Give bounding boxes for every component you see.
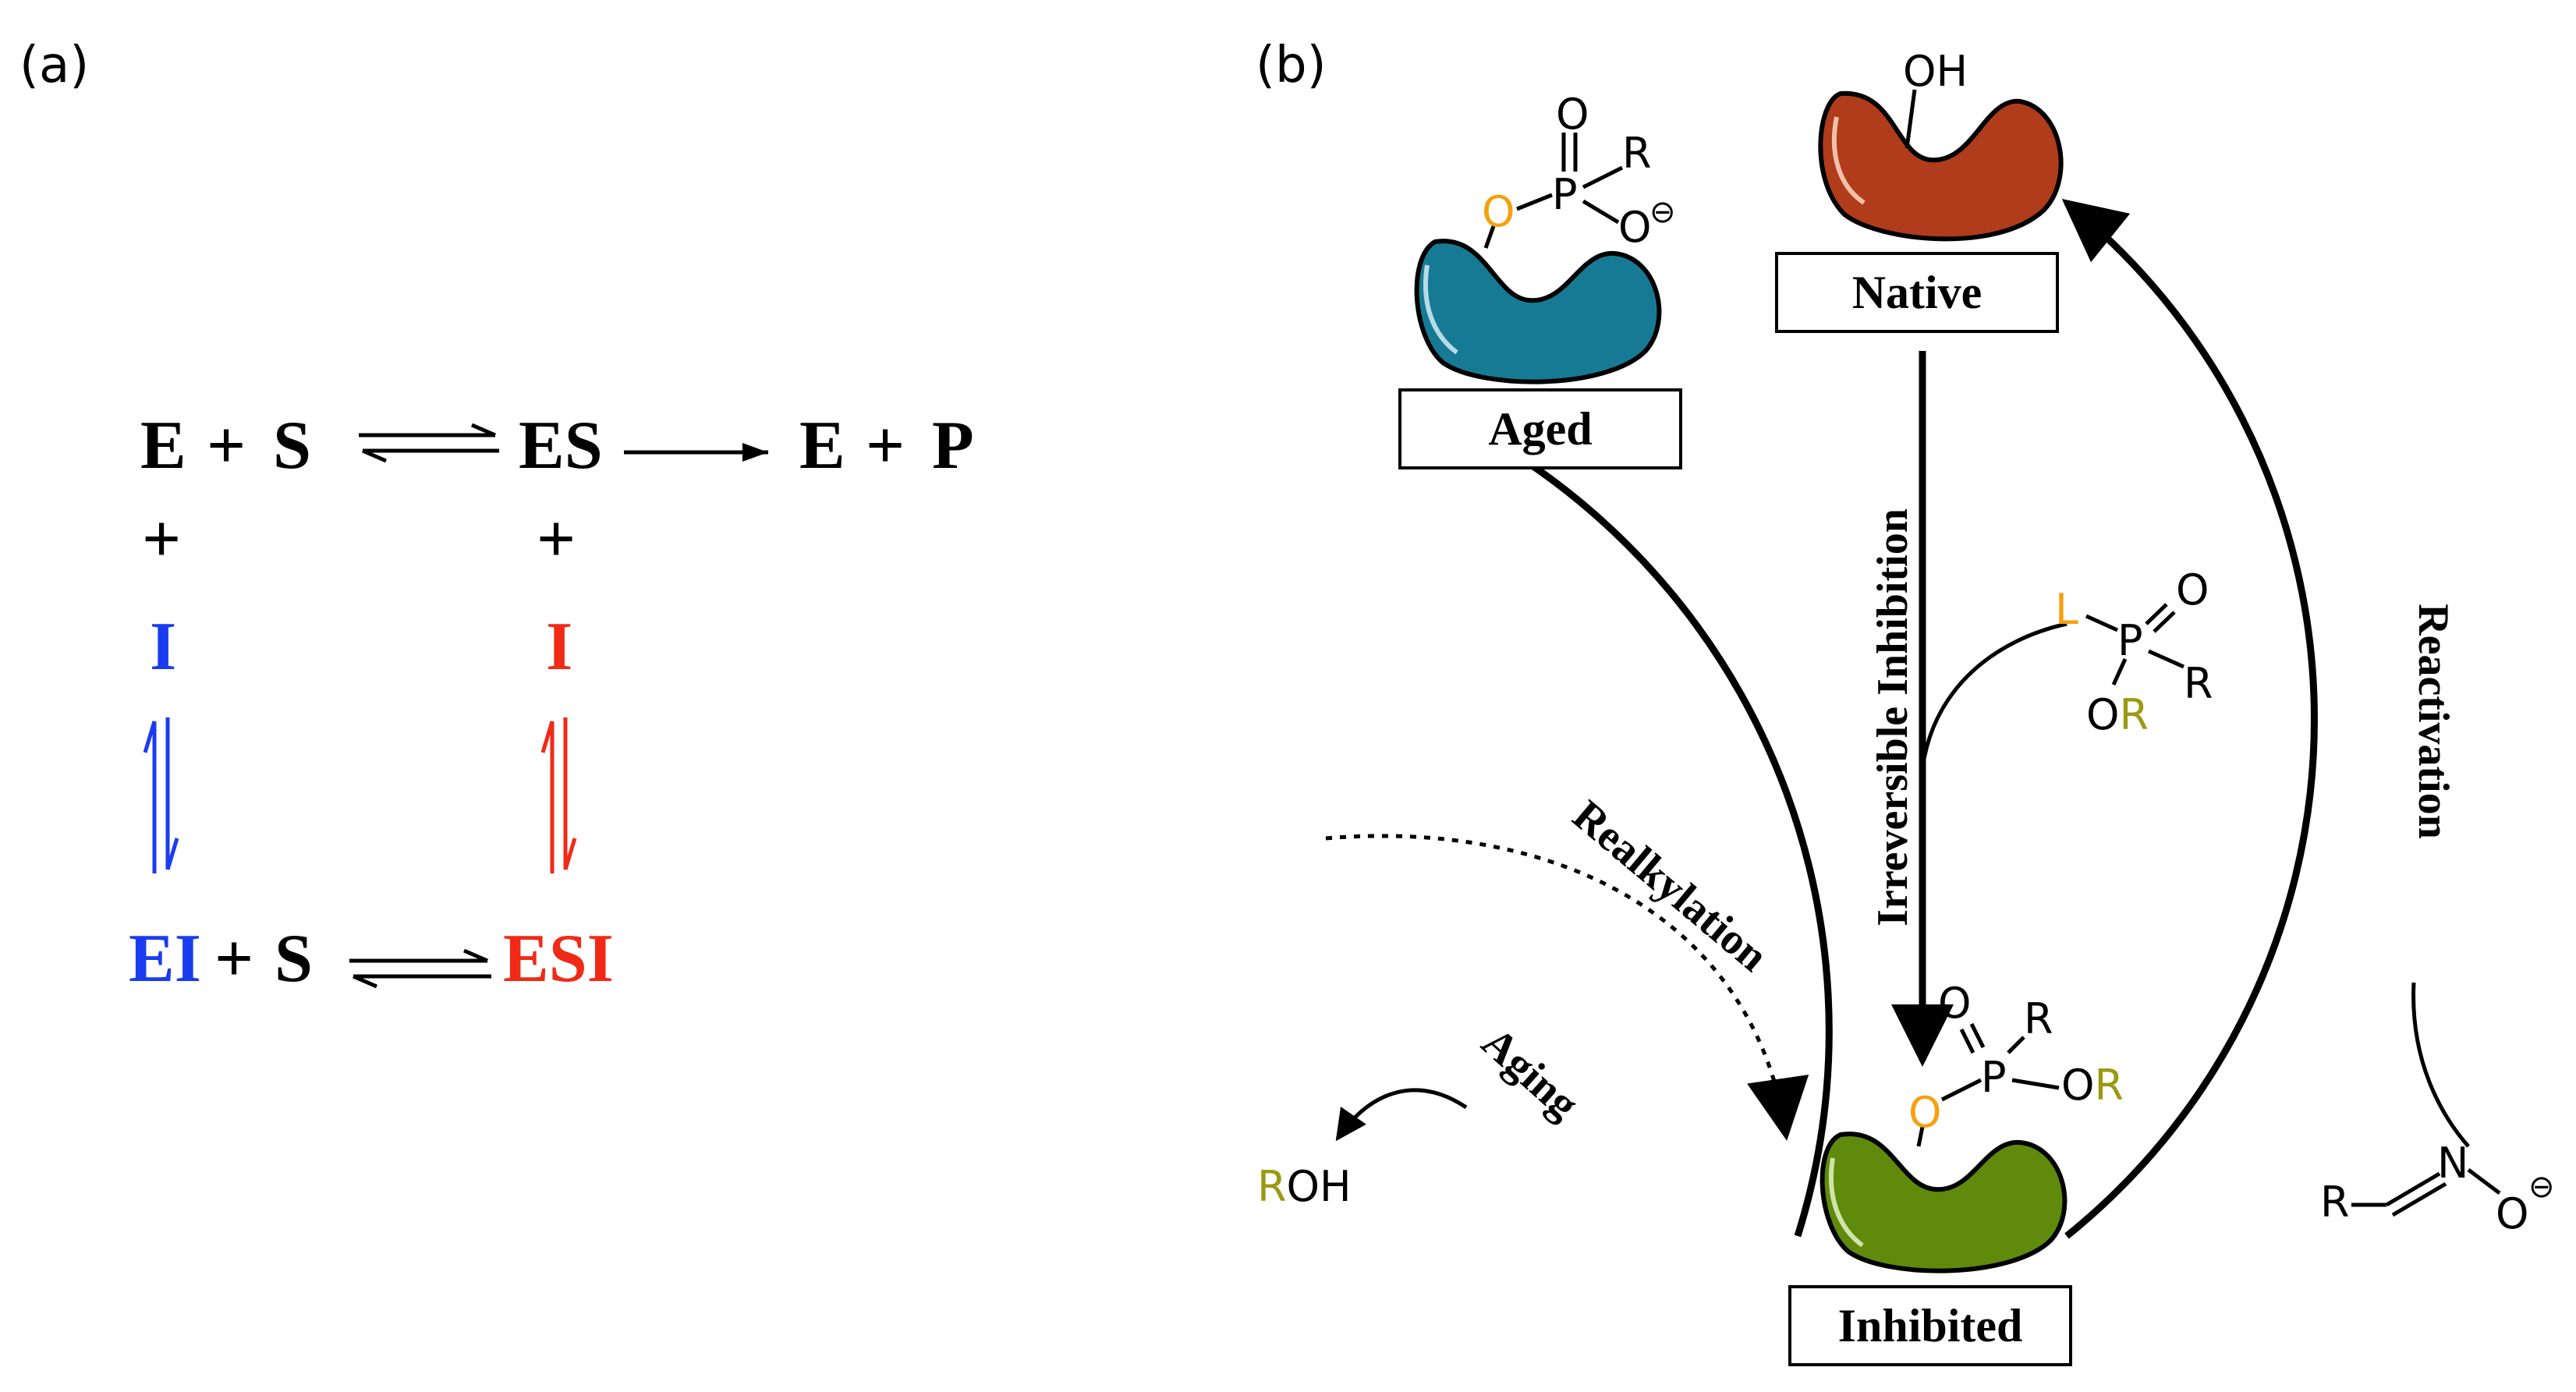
realkylation-arrow [1325,834,1809,1141]
alkyl-group: R [2320,1178,2350,1227]
inhibited-enzyme: O P O R OR Inhibited [1788,979,2124,1366]
phosphorus-atom: P [2117,616,2143,665]
serine-oxygen: O [1908,1088,1942,1137]
bond [2111,657,2128,686]
equilibrium-arrow [349,948,491,989]
inhibitor-right: I [546,609,572,685]
phosphorus-atom: P [1552,170,1578,219]
leaving-group-l: L [2055,585,2078,634]
native-enzyme: OH Native [1775,47,2064,333]
negative-charge: ⊖ [2528,1169,2555,1205]
alkyl-group: R [1622,129,1652,178]
aged-box [1398,388,1682,469]
equilibrium-arrow [359,423,499,463]
substrate-s: S [273,408,311,483]
inhibited-enzyme-shape [1819,1132,2068,1273]
irreversible-inhibition-label: Irreversible Inhibition [1869,508,1917,926]
panel-b-label: (b) [1256,37,1327,94]
plus-sign: + [214,921,253,997]
hydroxyl-bond [1905,89,1917,149]
aging-label: Aging [1472,1018,1588,1129]
native-box [1775,252,2059,333]
plus-sign: + [866,408,905,483]
complex-es: ES [519,408,603,483]
enzyme-highlight [1832,116,1866,205]
double-bond [2145,603,2168,625]
aged-label: Aged [1488,403,1592,455]
bond [2085,614,2119,632]
product-p: P [932,408,974,483]
oxyanion: O [1618,203,1652,252]
plus-sign: + [142,501,181,577]
panel-b: (b) ROH Irreversible Inhibition Reactiva… [1256,37,2555,1366]
native-label: Native [1852,267,1982,318]
hydroxyl-group: OH [1903,47,1968,96]
bond [2147,649,2185,669]
bond [2011,1078,2060,1090]
plus-sign: + [537,501,576,577]
bond [1516,193,1553,211]
oximate-oxygen: O [2496,1189,2529,1238]
oxime-reactivator: R N O ⊖ [2320,1139,2555,1238]
double-bond [2385,1171,2441,1207]
oxo-oxygen: O [1938,979,1972,1028]
oxime-attach-curve [2411,982,2470,1148]
enzyme-highlight [1423,264,1458,355]
double-bond [1969,1022,1986,1049]
plus-sign: + [207,408,246,483]
bond [1940,1078,1982,1102]
substrate-s: S [275,921,313,997]
aging-arrow [1401,390,1833,1238]
complex-ei: EI [129,921,201,997]
bond [2007,1036,2025,1054]
bond [1916,1126,1925,1147]
panel-a: (a) E + S ES E + P + + I I EI + S ESI [19,37,974,997]
release-arrow [1335,1088,1468,1142]
inhibitor-left: I [150,609,176,685]
equilibrium-arrow-vertical [143,717,179,873]
reactivation-arrow [2061,198,2318,1239]
phosphorus-atom: P [1981,1053,2007,1102]
serine-oxygen: O [1482,187,1515,236]
native-enzyme-shape [1818,90,2064,242]
enzyme-highlight [1828,1157,1864,1248]
complex-esi: ESI [503,921,614,997]
aged-enzyme: O P O R O ⊖ Aged [1398,90,1682,469]
reactant-e: E [140,408,186,483]
double-bond [2391,1181,2447,1217]
forward-arrow [624,443,768,462]
inhibited-box [1788,1285,2072,1366]
oxo-oxygen: O [2176,565,2209,615]
alkoxy-group: OR [2086,690,2149,739]
double-bond [2153,611,2176,633]
bond [2467,1168,2501,1195]
inhibited-label: Inhibited [1838,1300,2023,1351]
alkyl-group: R [2184,659,2213,708]
reactivation-label: Reactivation [2409,604,2457,839]
equilibrium-arrow-vertical [540,717,577,873]
double-bond [1959,1028,1975,1054]
inhibitor-attach-curve [1920,622,2068,769]
leaving-group-roh: ROH [1257,1162,1352,1211]
negative-charge: ⊖ [1649,194,1676,230]
realkylation-label: Realkylation [1564,791,1777,980]
bond [1582,165,1624,189]
nitrogen-atom: N [2437,1139,2468,1188]
organophosphate-inhibitor: L P O R OR [2055,565,2213,739]
oxo-oxygen: O [1556,90,1589,139]
alkyl-group: R [2024,994,2053,1043]
bond [1582,199,1620,225]
bond [1483,225,1496,249]
panel-a-label: (a) [19,37,89,94]
product-e: E [799,408,845,483]
alkoxy-group: OR [2061,1061,2124,1110]
aged-enzyme-shape [1414,239,1662,384]
